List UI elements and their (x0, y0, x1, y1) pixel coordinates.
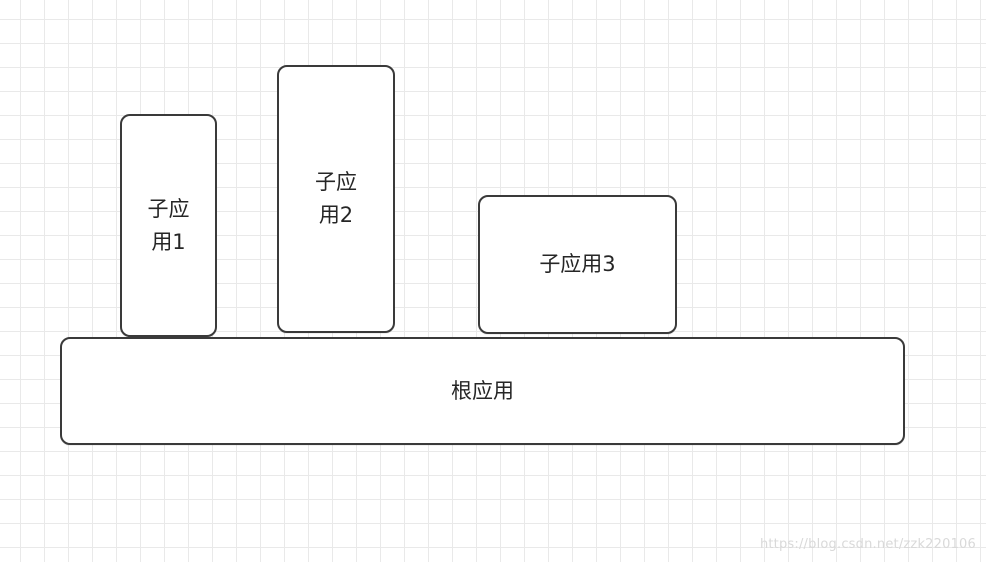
root-app-label: 根应用 (451, 378, 514, 403)
watermark-text: https://blog.csdn.net/zzk220106 (759, 537, 976, 552)
diagram-node-subapp3: 子应用3 (478, 195, 677, 334)
diagram-node-subapp2: 子应 用2 (277, 65, 395, 333)
subapp2-label: 子应 用2 (315, 170, 357, 227)
subapp1-label: 子应 用1 (147, 196, 190, 254)
subapp3-label: 子应用3 (539, 252, 616, 277)
diagram-node-subapp1: 子应 用1 (120, 114, 217, 337)
diagram-node-root-app: 根应用 (60, 337, 905, 445)
